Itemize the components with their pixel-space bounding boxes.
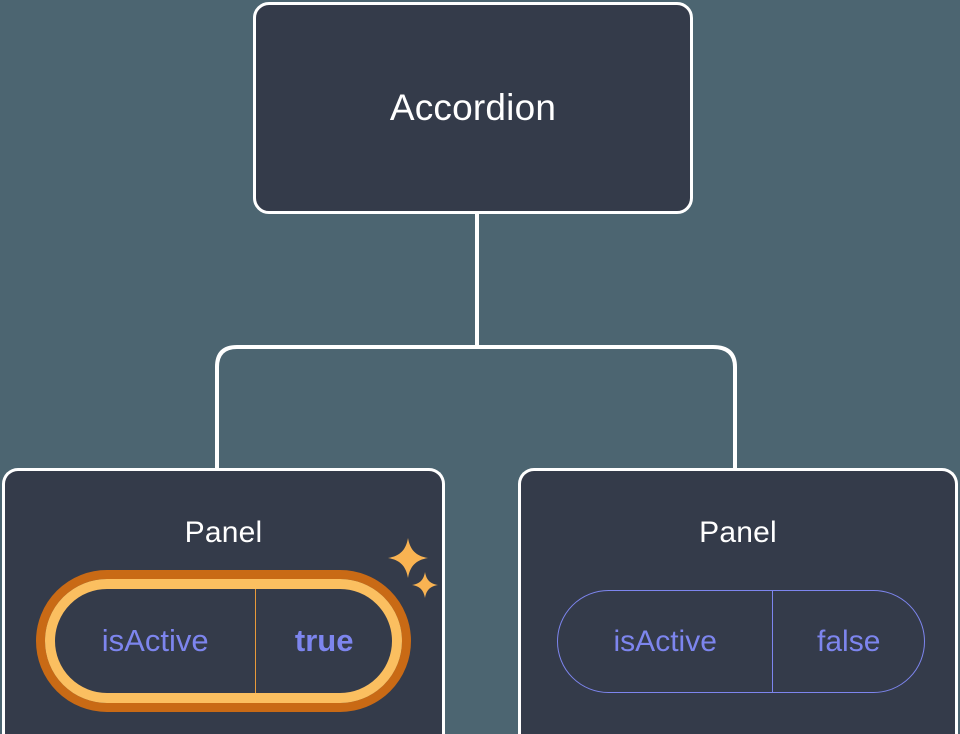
prop-key-label: isActive: [101, 623, 209, 658]
prop-pill-outline: isActive false: [557, 590, 925, 693]
prop-value-label: false: [772, 591, 924, 692]
prop-key-label: isActive: [613, 624, 717, 658]
node-panel-right-label: Panel: [699, 516, 777, 549]
prop-pill-highlight-ring: isActive true: [36, 570, 411, 712]
node-accordion-label: Accordion: [389, 87, 557, 128]
prop-value-label: true: [255, 589, 392, 693]
prop-pill-is-active-false[interactable]: isActive false: [557, 590, 925, 693]
prop-pill-is-active-true[interactable]: isActive true: [36, 570, 411, 712]
node-panel-left-label: Panel: [184, 516, 263, 549]
node-accordion[interactable]: Accordion: [253, 2, 693, 214]
prop-pill-inner: isActive true: [45, 579, 402, 703]
